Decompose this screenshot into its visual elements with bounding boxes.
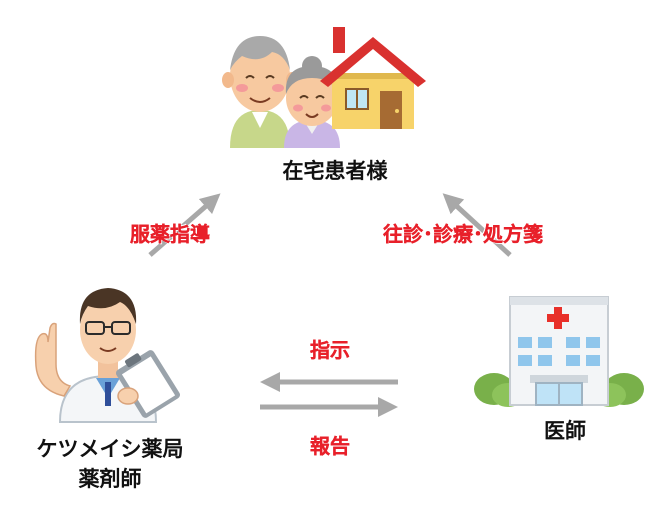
pharmacist-icon [34, 288, 180, 423]
home-visit-label: 往診･診療･処方箋 [383, 222, 543, 246]
pharmacist-role: 薬剤師 [78, 467, 142, 491]
patient-label: 在宅患者様 [282, 159, 388, 183]
medication-guidance-label: 服薬指導 [130, 222, 210, 246]
instruction-label: 指示 [310, 338, 350, 362]
hospital-icon [474, 296, 644, 407]
arrow-pharmacist-to-patient [148, 193, 221, 257]
arrow-doctor-to-patient [442, 193, 512, 257]
report-label: 報告 [310, 434, 350, 458]
pharmacy-name: ケツメイシ薬局 [36, 437, 184, 461]
doctor-label: 医師 [544, 419, 586, 443]
house-icon [320, 27, 426, 129]
elderly-couple-icon [222, 36, 340, 148]
